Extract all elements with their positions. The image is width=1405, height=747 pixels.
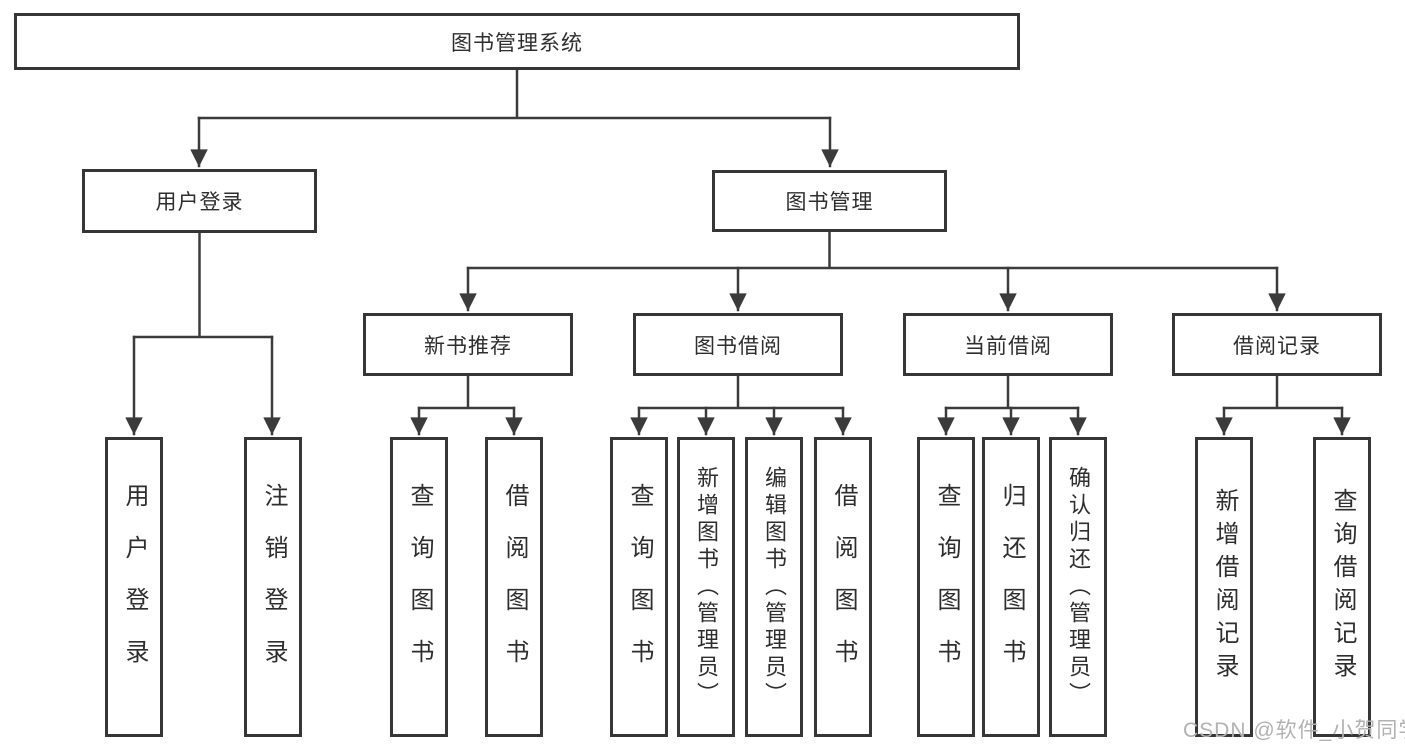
node-current-borrow-label: 当前借阅 xyxy=(964,334,1052,358)
leaf-add-borrow-record-label: 新增借阅记录 xyxy=(1211,488,1238,686)
leaf-query-books-borrow-label: 查询图书 xyxy=(626,483,653,691)
leaf-logout-label: 注销登录 xyxy=(260,483,287,691)
leaf-add-book-admin: 新增图书（管理员） xyxy=(677,437,735,737)
leaf-borrow-books-recommend-label: 借阅图书 xyxy=(501,483,528,691)
leaf-query-borrow-record: 查询借阅记录 xyxy=(1313,437,1371,737)
leaf-logout: 注销登录 xyxy=(244,437,302,737)
leaf-edit-book-admin-label: 编辑图书（管理员） xyxy=(762,465,787,709)
leaf-query-borrow-record-label: 查询借阅记录 xyxy=(1329,488,1356,686)
leaf-add-book-admin-label: 新增图书（管理员） xyxy=(694,465,719,709)
leaf-query-books-current: 查询图书 xyxy=(917,437,975,737)
leaf-borrow-books-recommend: 借阅图书 xyxy=(485,437,543,737)
leaf-return-books-label: 归还图书 xyxy=(998,483,1025,691)
node-library-system-label: 图书管理系统 xyxy=(451,31,583,55)
node-current-borrow: 当前借阅 xyxy=(903,313,1113,376)
leaf-borrow-books-label: 借阅图书 xyxy=(830,483,857,691)
leaf-return-books: 归还图书 xyxy=(982,437,1040,737)
node-library-system: 图书管理系统 xyxy=(14,13,1020,70)
leaf-query-books-recommend-label: 查询图书 xyxy=(406,483,433,691)
node-user-login-module: 用户登录 xyxy=(82,169,317,233)
leaf-edit-book-admin: 编辑图书（管理员） xyxy=(745,437,803,737)
node-book-borrow: 图书借阅 xyxy=(633,313,843,376)
leaf-query-books-borrow: 查询图书 xyxy=(610,437,668,737)
leaf-confirm-return-admin-label: 确认归还（管理员） xyxy=(1066,465,1091,709)
node-new-book-recommend: 新书推荐 xyxy=(363,313,573,376)
node-borrow-records: 借阅记录 xyxy=(1172,313,1382,376)
leaf-user-login: 用户登录 xyxy=(105,437,163,737)
leaf-borrow-books: 借阅图书 xyxy=(814,437,872,737)
csdn-watermark: CSDN @软件_小贺同学 xyxy=(1183,719,1405,742)
leaf-add-borrow-record: 新增借阅记录 xyxy=(1195,437,1253,737)
leaf-user-login-label: 用户登录 xyxy=(121,483,148,691)
node-book-management-module: 图书管理 xyxy=(712,170,947,232)
node-book-management-module-label: 图书管理 xyxy=(785,191,874,214)
node-new-book-recommend-label: 新书推荐 xyxy=(424,334,512,358)
leaf-query-books-current-label: 查询图书 xyxy=(933,483,960,691)
node-borrow-records-label: 借阅记录 xyxy=(1233,334,1321,358)
node-book-borrow-label: 图书借阅 xyxy=(694,334,782,358)
node-user-login-module-label: 用户登录 xyxy=(155,191,244,214)
leaf-confirm-return-admin: 确认归还（管理员） xyxy=(1049,437,1107,737)
leaf-query-books-recommend: 查询图书 xyxy=(390,437,448,737)
